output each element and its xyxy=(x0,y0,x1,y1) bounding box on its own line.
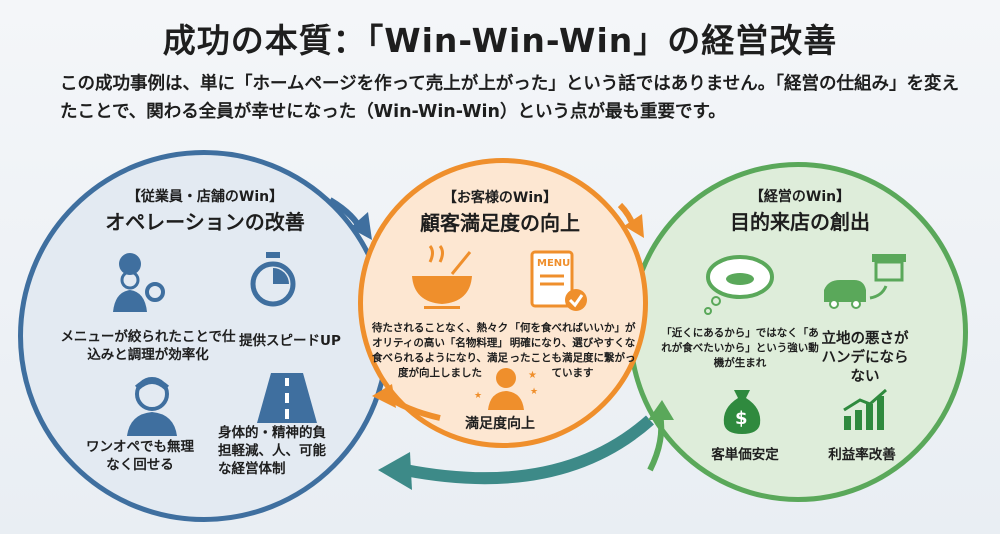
chef-gear-icon xyxy=(113,253,165,312)
intro-text: この成功事例は、単に「ホームページを作って売上が上がった」という話ではありません… xyxy=(60,74,959,122)
growth-chart-icon xyxy=(843,388,887,430)
employee-item-oneop: ワンオペでも無理なく回せる xyxy=(86,439,194,473)
arrow-blue-head xyxy=(350,212,372,240)
food-bowl-icon xyxy=(412,245,472,309)
thought-bubble-icon xyxy=(704,255,774,315)
svg-text:★: ★ xyxy=(474,391,482,401)
arrow-green-head xyxy=(648,400,674,420)
customer-win-label: 【お客様のWin】 xyxy=(442,190,558,206)
arrow-orange-head xyxy=(624,214,644,238)
management-item-unit-price: 客単価安定 xyxy=(711,447,779,463)
customer-win-title: 顧客満足度の向上 xyxy=(420,211,580,235)
svg-text:★: ★ xyxy=(530,387,538,397)
management-item-motive: 「近くにあるから」ではなく「あれが食べたいから」という強い動機が生まれ xyxy=(661,327,819,369)
management-item-location: 立地の悪さがハンデにならない xyxy=(821,331,909,385)
employee-win-label: 【従業員・店舗のWin】 xyxy=(126,189,284,205)
road-icon xyxy=(257,373,317,423)
page-title: 成功の本質：「Win-Win-Win」の経営改善 xyxy=(162,21,838,60)
menu-check-icon: MENU xyxy=(530,250,587,311)
arrow-orange-back-head xyxy=(372,384,396,408)
employee-item-speed: 提供スピードUP xyxy=(239,333,341,349)
happy-person-stars-icon: ★ ★ ★ xyxy=(474,368,538,410)
management-win-title: 目的来店の創出 xyxy=(730,210,870,234)
arrow-teal xyxy=(403,415,654,485)
employee-item-burden: 身体的・精神的負担軽減、人、可能な経営体制 xyxy=(218,425,326,477)
management-item-profit: 利益率改善 xyxy=(828,447,896,463)
customer-satisfaction-label: 満足度向上 xyxy=(465,416,535,432)
worker-icon xyxy=(127,377,177,436)
management-win-label: 【経営のWin】 xyxy=(749,189,851,205)
car-store-icon xyxy=(824,254,906,309)
arrow-teal-head xyxy=(378,452,412,490)
svg-text:$: $ xyxy=(735,408,748,429)
menu-label: MENU xyxy=(537,258,570,269)
customer-item-quality: 待たされることなく、熱々クオリティの高い「名物料理」食べられるようになり、満足度… xyxy=(371,322,509,379)
svg-text:★: ★ xyxy=(528,370,537,381)
stopwatch-icon xyxy=(250,252,296,307)
money-bag-icon: $ xyxy=(723,390,761,434)
management-win-circle xyxy=(628,162,968,502)
employee-win-circle xyxy=(18,150,390,522)
employee-win-title: オペレーションの改善 xyxy=(105,210,305,234)
employee-item-efficiency: メニューが絞られたことで仕込みと調理が効率化 xyxy=(60,329,236,363)
customer-item-clarity: 「何を食べればいいか」が明確になり、選びやすくなったことも満足度に繋がっています xyxy=(509,322,636,379)
